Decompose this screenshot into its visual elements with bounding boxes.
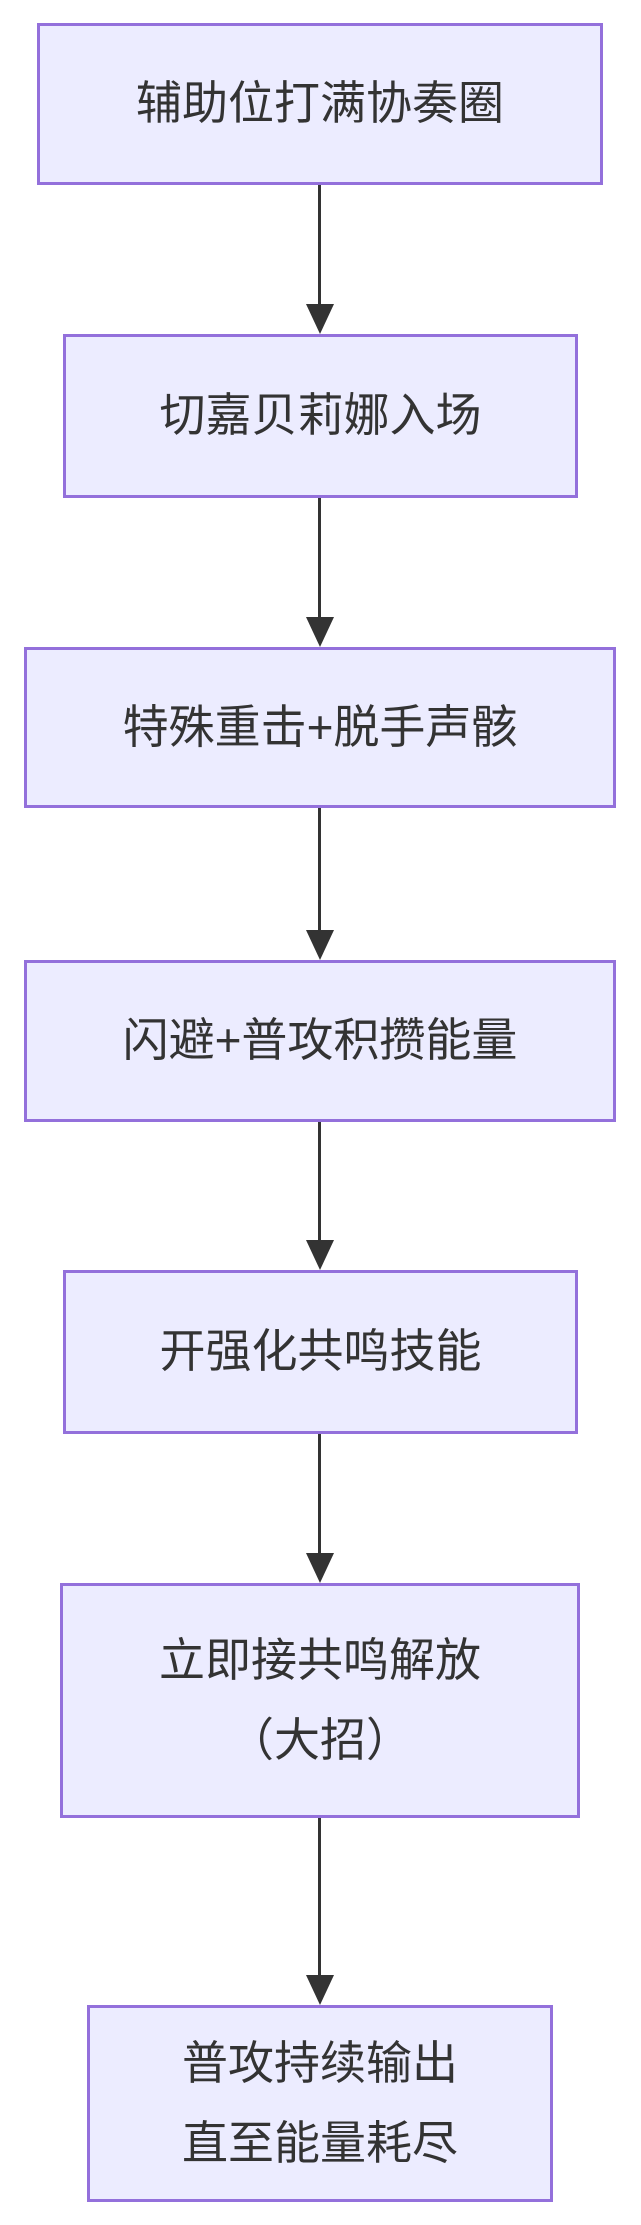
flow-node-step-1: 辅助位打满协奏圈 <box>37 23 603 185</box>
flow-node-label: （大招） <box>228 1713 412 1766</box>
flow-edge-line <box>318 1818 321 1980</box>
flow-node-label: 直至能量耗尽 <box>182 2116 458 2169</box>
flow-node-label: 切嘉贝莉娜入场 <box>159 389 482 442</box>
flow-edge-line <box>318 808 321 935</box>
flow-node-label: 辅助位打满协奏圈 <box>136 77 504 130</box>
flow-node-label: 立即接共鸣解放 <box>159 1634 481 1687</box>
flow-node-step-4: 闪避+普攻积攒能量 <box>24 960 616 1122</box>
flow-edge-line <box>318 185 321 309</box>
flow-node-label: 开强化共鸣技能 <box>159 1325 482 1378</box>
flow-node-step-3: 特殊重击+脱手声骸 <box>24 647 616 808</box>
flow-node-label: 普攻持续输出 <box>182 2037 458 2090</box>
flow-edge-line <box>318 498 321 622</box>
flow-node-step-2: 切嘉贝莉娜入场 <box>63 334 578 498</box>
arrow-down-icon <box>306 930 334 960</box>
flow-node-step-7: 普攻持续输出 直至能量耗尽 <box>87 2005 553 2202</box>
flow-edge-line <box>318 1122 321 1245</box>
arrow-down-icon <box>306 617 334 647</box>
flow-node-label: 闪避+普攻积攒能量 <box>122 1014 518 1067</box>
flow-node-step-6: 立即接共鸣解放 （大招） <box>60 1583 580 1818</box>
flow-node-label: 特殊重击+脱手声骸 <box>122 700 518 753</box>
arrow-down-icon <box>306 1975 334 2005</box>
flow-edge-line <box>318 1434 321 1558</box>
flow-node-step-5: 开强化共鸣技能 <box>63 1270 578 1434</box>
arrow-down-icon <box>306 304 334 334</box>
arrow-down-icon <box>306 1240 334 1270</box>
arrow-down-icon <box>306 1553 334 1583</box>
